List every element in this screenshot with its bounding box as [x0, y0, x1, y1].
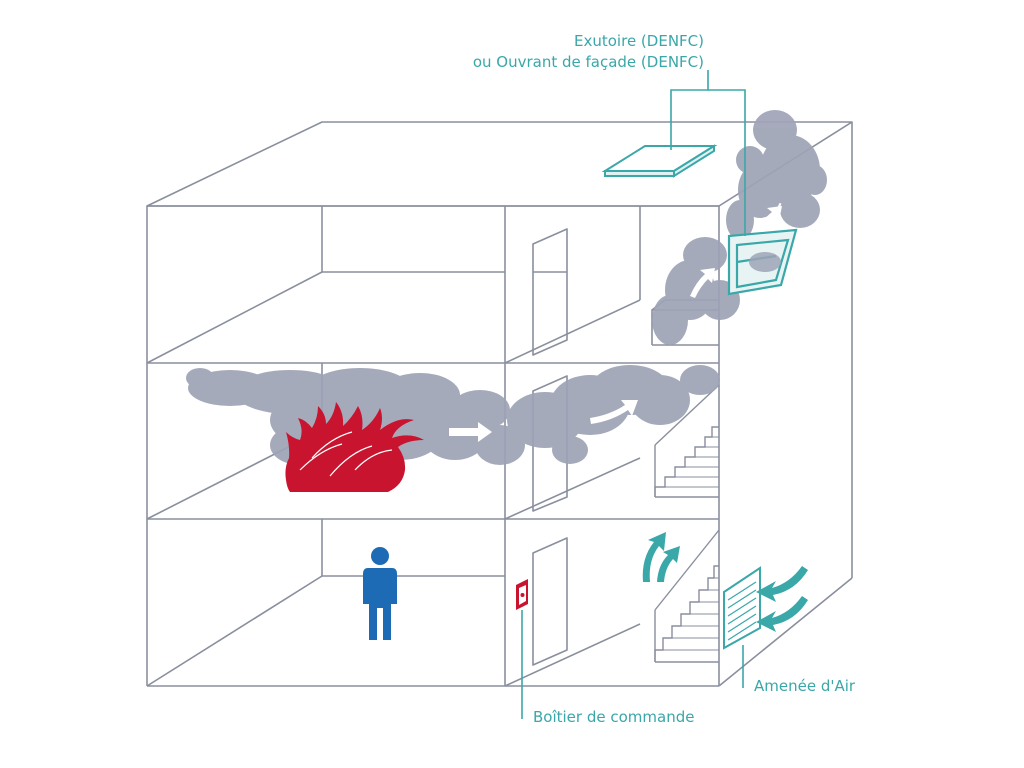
exutoire-label-line1: Exutoire (DENFC) — [574, 32, 704, 50]
control-box — [516, 579, 528, 610]
air-flow-arrows — [642, 532, 808, 632]
curved-arrow-icon — [642, 532, 666, 582]
exutoire-leader — [670, 70, 709, 150]
flame-icon — [285, 402, 424, 492]
person-icon — [363, 547, 397, 640]
arrow-right-icon — [756, 206, 782, 234]
door-top — [532, 228, 568, 356]
boitier-label: Boîtier de commande — [533, 708, 695, 726]
exutoire-label-line2: ou Ouvrant de façade (DENFC) — [472, 53, 704, 71]
right-bottom-edge — [718, 577, 853, 687]
curved-arrow-icon — [756, 596, 808, 632]
door-bottom — [532, 537, 568, 666]
curved-arrow-icon — [756, 566, 808, 602]
staircase — [654, 384, 720, 663]
amenee-label: Amenée d'Air — [754, 677, 856, 695]
flame-highlights — [299, 431, 393, 477]
exutoire-label: Exutoire (DENFC) ou Ouvrant de façade (D… — [473, 31, 704, 73]
door-middle — [532, 375, 568, 512]
arrow-right-icon — [690, 268, 715, 298]
curved-arrow-icon — [657, 546, 680, 582]
roof-vent — [601, 144, 718, 178]
smoke-through-opening — [749, 252, 781, 272]
facade-leader — [708, 89, 746, 236]
arrow-right-icon — [449, 422, 492, 442]
arrow-right-icon — [590, 400, 638, 424]
smoke-cloud-floor — [186, 365, 720, 465]
air-inlet-grille — [723, 566, 761, 650]
leader-lines — [521, 70, 746, 719]
smoke-cloud-stairwell — [652, 110, 827, 345]
smoke-flow-arrows — [449, 206, 782, 442]
